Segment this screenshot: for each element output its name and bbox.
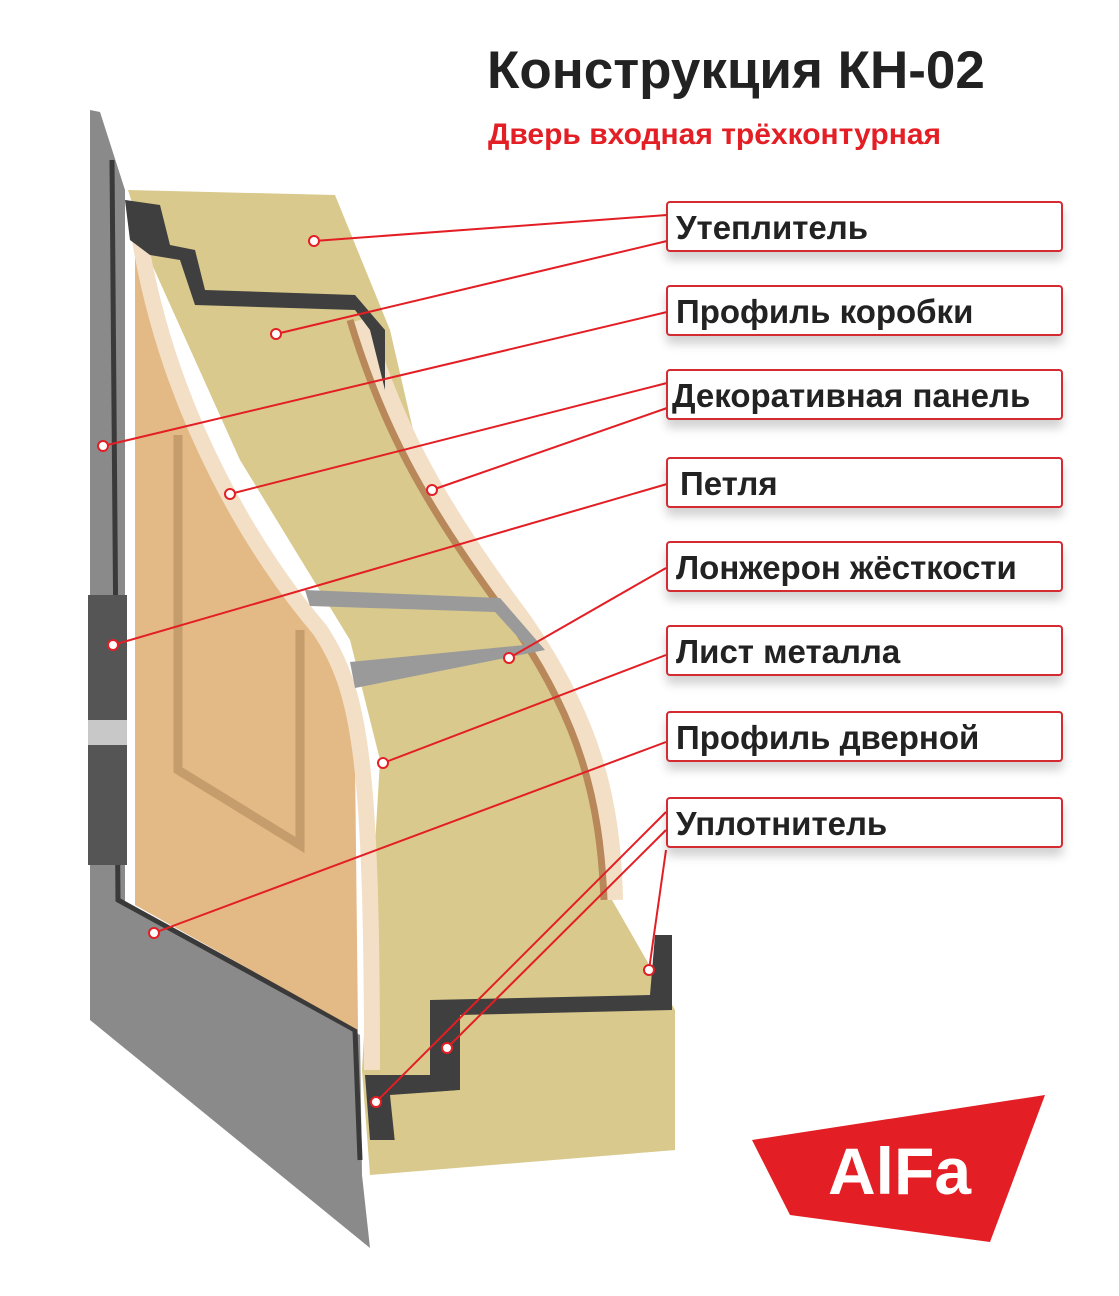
label-text: Декоративная панель (672, 377, 1031, 414)
label-hinge: Петля (666, 457, 1063, 508)
frame-bottom-fill (390, 1075, 675, 1172)
frame-edge (109, 159, 363, 1161)
metal-sheet-right (349, 316, 623, 901)
stiffener-longeron (305, 590, 545, 688)
page-title: Конструкция КН-02 (487, 41, 985, 100)
page-subtitle: Дверь входная трёхконтурная (488, 118, 942, 151)
door-profile-bottom (365, 935, 672, 1140)
label-text: Профиль дверной (676, 719, 980, 756)
label-door-profile: Профиль дверной (666, 711, 1063, 762)
label-metal-sheet: Лист металла (666, 625, 1063, 676)
logo-badge (752, 1095, 1045, 1242)
brand-logo: AlFa (828, 1134, 972, 1208)
leader-lines (102, 214, 668, 1103)
box-profile-top (125, 200, 385, 390)
label-stiffener: Лонжерон жёсткости (666, 541, 1063, 592)
leader-dots (97, 235, 655, 1108)
hinge-gap (88, 720, 127, 745)
insulation (128, 190, 675, 1175)
label-insulation: Утеплитель (666, 201, 1063, 252)
label-seal: Уплотнитель (666, 797, 1063, 848)
metal-sheet-left (132, 238, 380, 1071)
frame-profile (90, 110, 370, 1248)
label-text: Петля (680, 465, 778, 502)
label-decorative-panel: Декоративная панель (666, 369, 1063, 420)
label-box-profile: Профиль коробки (666, 285, 1063, 336)
label-text: Лонжерон жёсткости (676, 549, 1017, 586)
label-text: Профиль коробки (676, 293, 974, 330)
label-text: Утеплитель (676, 209, 868, 246)
label-text: Уплотнитель (676, 805, 888, 842)
label-text: Лист металла (676, 633, 901, 670)
panel-molding (173, 435, 305, 854)
